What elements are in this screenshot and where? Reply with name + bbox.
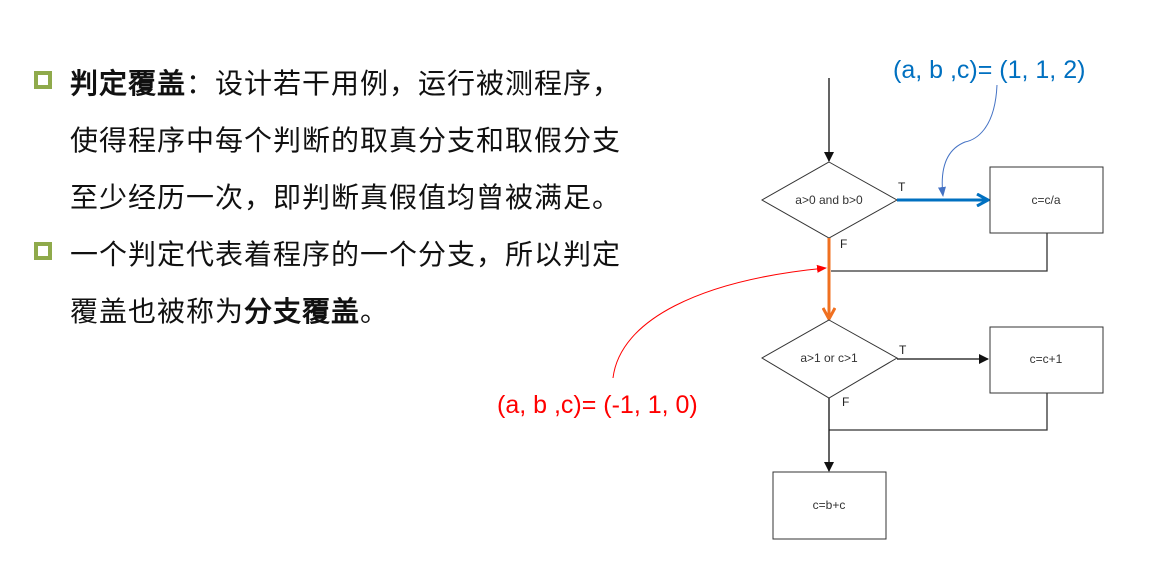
true-label: T — [898, 180, 906, 194]
decision1-label: a>0 and b>0 — [795, 193, 863, 207]
bullet1-line2: 使得程序中每个判断的取真分支和取假分支 — [70, 124, 622, 157]
true-case-annotation: (a, b ,c)= (1, 1, 2) — [893, 56, 1085, 84]
box1 — [989, 166, 1104, 234]
box2-label: c=c+1 — [1030, 352, 1063, 366]
merge-line-2 — [829, 393, 1048, 431]
bullet-icon — [34, 242, 52, 260]
text: 覆盖也被称为 — [70, 295, 245, 328]
true-annotation-pointer — [937, 84, 998, 197]
bullet2-line1: 一个判定代表着程序的一个分支，所以判定 — [70, 238, 622, 271]
box1-label: c=c/a — [1031, 193, 1060, 207]
text: ：设计若干用例，运行被测程序， — [186, 67, 622, 100]
term-branch-coverage: 分支覆盖 — [244, 295, 361, 328]
bullet2-line2: 覆盖也被称为分支覆盖。 — [70, 290, 389, 330]
box2 — [989, 326, 1104, 394]
false-annotation-pointer — [612, 264, 827, 379]
term-decision-coverage: 判定覆盖 — [70, 67, 187, 100]
text: 。 — [360, 295, 390, 328]
box3-label: c=b+c — [813, 498, 846, 512]
false-label: F — [840, 237, 847, 251]
box3 — [772, 471, 887, 540]
false-case-annotation: (a, b ,c)= (-1, 1, 0) — [497, 391, 698, 419]
false-label: F — [842, 395, 849, 409]
true-label: T — [899, 343, 907, 357]
merge-line-1 — [831, 233, 1048, 272]
decision2-label: a>1 or c>1 — [800, 351, 858, 365]
bullet1-line3: 至少经历一次，即判断真假值均曾被满足。 — [70, 181, 622, 214]
bullet-icon — [34, 71, 52, 89]
bullet1-line1: 判定覆盖：设计若干用例，运行被测程序， — [70, 62, 621, 102]
